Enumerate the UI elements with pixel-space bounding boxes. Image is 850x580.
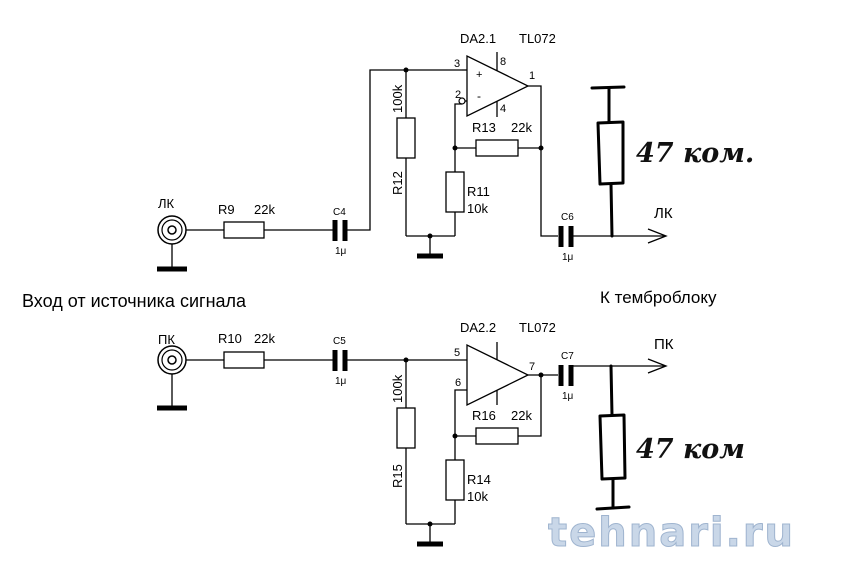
bottom-output-label: ПК <box>654 336 674 353</box>
r12-ref: R12 <box>390 171 405 195</box>
r14-resistor <box>445 459 465 501</box>
da2-1-minus-sign: - <box>477 89 481 103</box>
r13-ref: R13 <box>472 120 496 135</box>
r10-ref: R10 <box>218 331 242 346</box>
c6-value: 1μ <box>562 252 574 263</box>
watermark: tehnari.ru <box>548 510 795 556</box>
r14-ref: R14 <box>467 472 491 487</box>
bottom-channel: ПК R10 22k C5 1μ 100k R15 5 6 7 <box>157 320 745 547</box>
top-output-label: ЛК <box>654 205 673 222</box>
da2-2-pin6: 6 <box>455 377 461 389</box>
top-hand-load-resistor <box>590 85 626 238</box>
da2-1-pin1: 1 <box>529 70 535 82</box>
r16-resistor <box>475 427 519 445</box>
r15-resistor <box>396 407 416 449</box>
r16-value: 22k <box>511 408 532 423</box>
r9-resistor <box>223 221 265 239</box>
r10-value: 22k <box>254 331 275 346</box>
da2-2-part: TL072 <box>519 320 556 335</box>
da2-1-pin4: 4 <box>500 103 506 115</box>
da2-1-ref: DA2.1 <box>460 31 496 46</box>
r13-value: 22k <box>511 120 532 135</box>
top-output-arrow <box>647 228 668 244</box>
bottom-hand-load-resistor <box>595 364 631 511</box>
da2-1-pin8: 8 <box>500 56 506 68</box>
c4-ref: C4 <box>333 207 346 218</box>
r10-resistor <box>223 351 265 369</box>
da2-2-ref: DA2.2 <box>460 320 496 335</box>
da2-1-plus-sign: + <box>476 69 482 81</box>
r15-ref: R15 <box>390 464 405 488</box>
c6-capacitor <box>558 226 574 247</box>
c7-ref: C7 <box>561 351 574 362</box>
r11-resistor <box>445 171 465 213</box>
bottom-hand-load-label: 47 ком <box>636 434 745 465</box>
output-caption: К темброблоку <box>600 288 717 307</box>
r11-value: 10k <box>467 201 488 216</box>
r14-value: 10k <box>467 489 488 504</box>
bottom-input-label: ПК <box>158 332 175 347</box>
da2-2-pin7: 7 <box>529 361 535 373</box>
da2-2-pin5: 5 <box>454 347 460 359</box>
top-channel: ЛК R9 22k C4 1μ 100k R12 + - <box>157 31 754 272</box>
r12-resistor <box>396 117 416 159</box>
r16-ref: R16 <box>472 408 496 423</box>
da2-1-part: TL072 <box>519 31 556 46</box>
c5-capacitor <box>332 350 348 371</box>
c4-value: 1μ <box>335 246 347 257</box>
c6-ref: C6 <box>561 212 574 223</box>
c7-value: 1μ <box>562 391 574 402</box>
r11-ref: R11 <box>467 184 490 199</box>
da2-1-pin3: 3 <box>454 58 460 70</box>
c7-capacitor <box>558 365 574 386</box>
r15-value: 100k <box>390 374 405 403</box>
r12-value: 100k <box>390 84 405 113</box>
top-hand-load-label: 47 ком. <box>636 138 754 169</box>
c5-value: 1μ <box>335 376 347 387</box>
r9-value: 22k <box>254 202 275 217</box>
top-input-jack <box>157 215 187 272</box>
r13-resistor <box>475 139 519 157</box>
c5-ref: C5 <box>333 336 346 347</box>
bottom-output-arrow <box>647 358 668 374</box>
input-caption: Вход от источника сигнала <box>22 291 247 311</box>
top-input-label: ЛК <box>158 196 175 211</box>
c4-capacitor <box>332 220 348 241</box>
r9-ref: R9 <box>218 202 235 217</box>
bottom-input-jack <box>157 345 187 411</box>
da2-1-pin2: 2 <box>455 89 461 101</box>
